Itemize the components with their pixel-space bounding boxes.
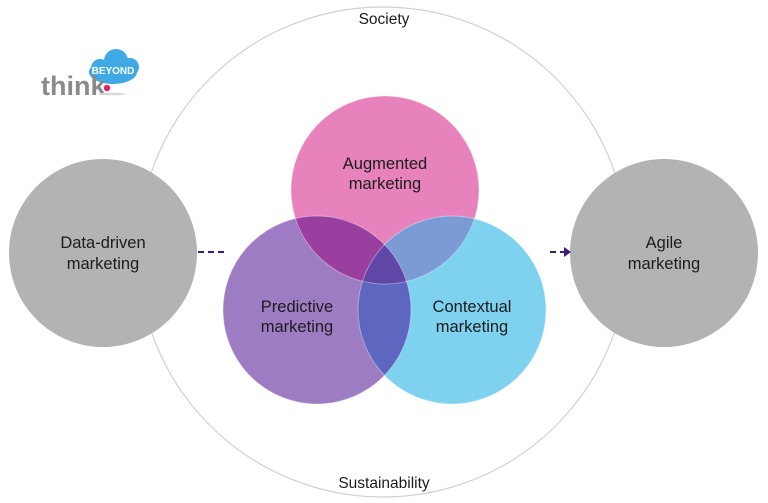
contextual-label-line2: marketing <box>436 318 508 336</box>
data-driven-label-line1: Data-driven <box>60 234 145 252</box>
predictive-label-line2: marketing <box>261 318 333 336</box>
agile-circle <box>570 159 758 347</box>
augmented-edge <box>290 95 480 285</box>
right-arrowhead-icon <box>564 247 571 257</box>
logo-think-text: think <box>41 71 106 101</box>
society-label: Society <box>359 11 410 28</box>
data-driven-label-line2: marketing <box>67 255 139 273</box>
overlap-augmented-predictive <box>291 216 411 284</box>
contextual-label-line1: Contextual <box>433 298 512 316</box>
contextual-edge <box>357 215 547 405</box>
sustainability-label: Sustainability <box>338 475 430 492</box>
logo-dot-icon <box>103 84 111 92</box>
cloud-icon <box>89 49 139 84</box>
logo-beyond-text: BEYOND <box>92 66 135 77</box>
think-beyond-logo: BEYOND think <box>41 49 139 101</box>
agile-label-line1: Agile <box>646 234 683 252</box>
data-driven-circle <box>9 159 197 347</box>
agile-label-line2: marketing <box>628 255 700 273</box>
logo-shadow <box>98 92 126 96</box>
augmented-label-line1: Augmented <box>343 155 427 173</box>
predictive-label-line1: Predictive <box>261 298 333 316</box>
augmented-label-line2: marketing <box>349 175 421 193</box>
overlap-augmented-contextual <box>358 216 479 284</box>
predictive-edge <box>222 215 412 405</box>
